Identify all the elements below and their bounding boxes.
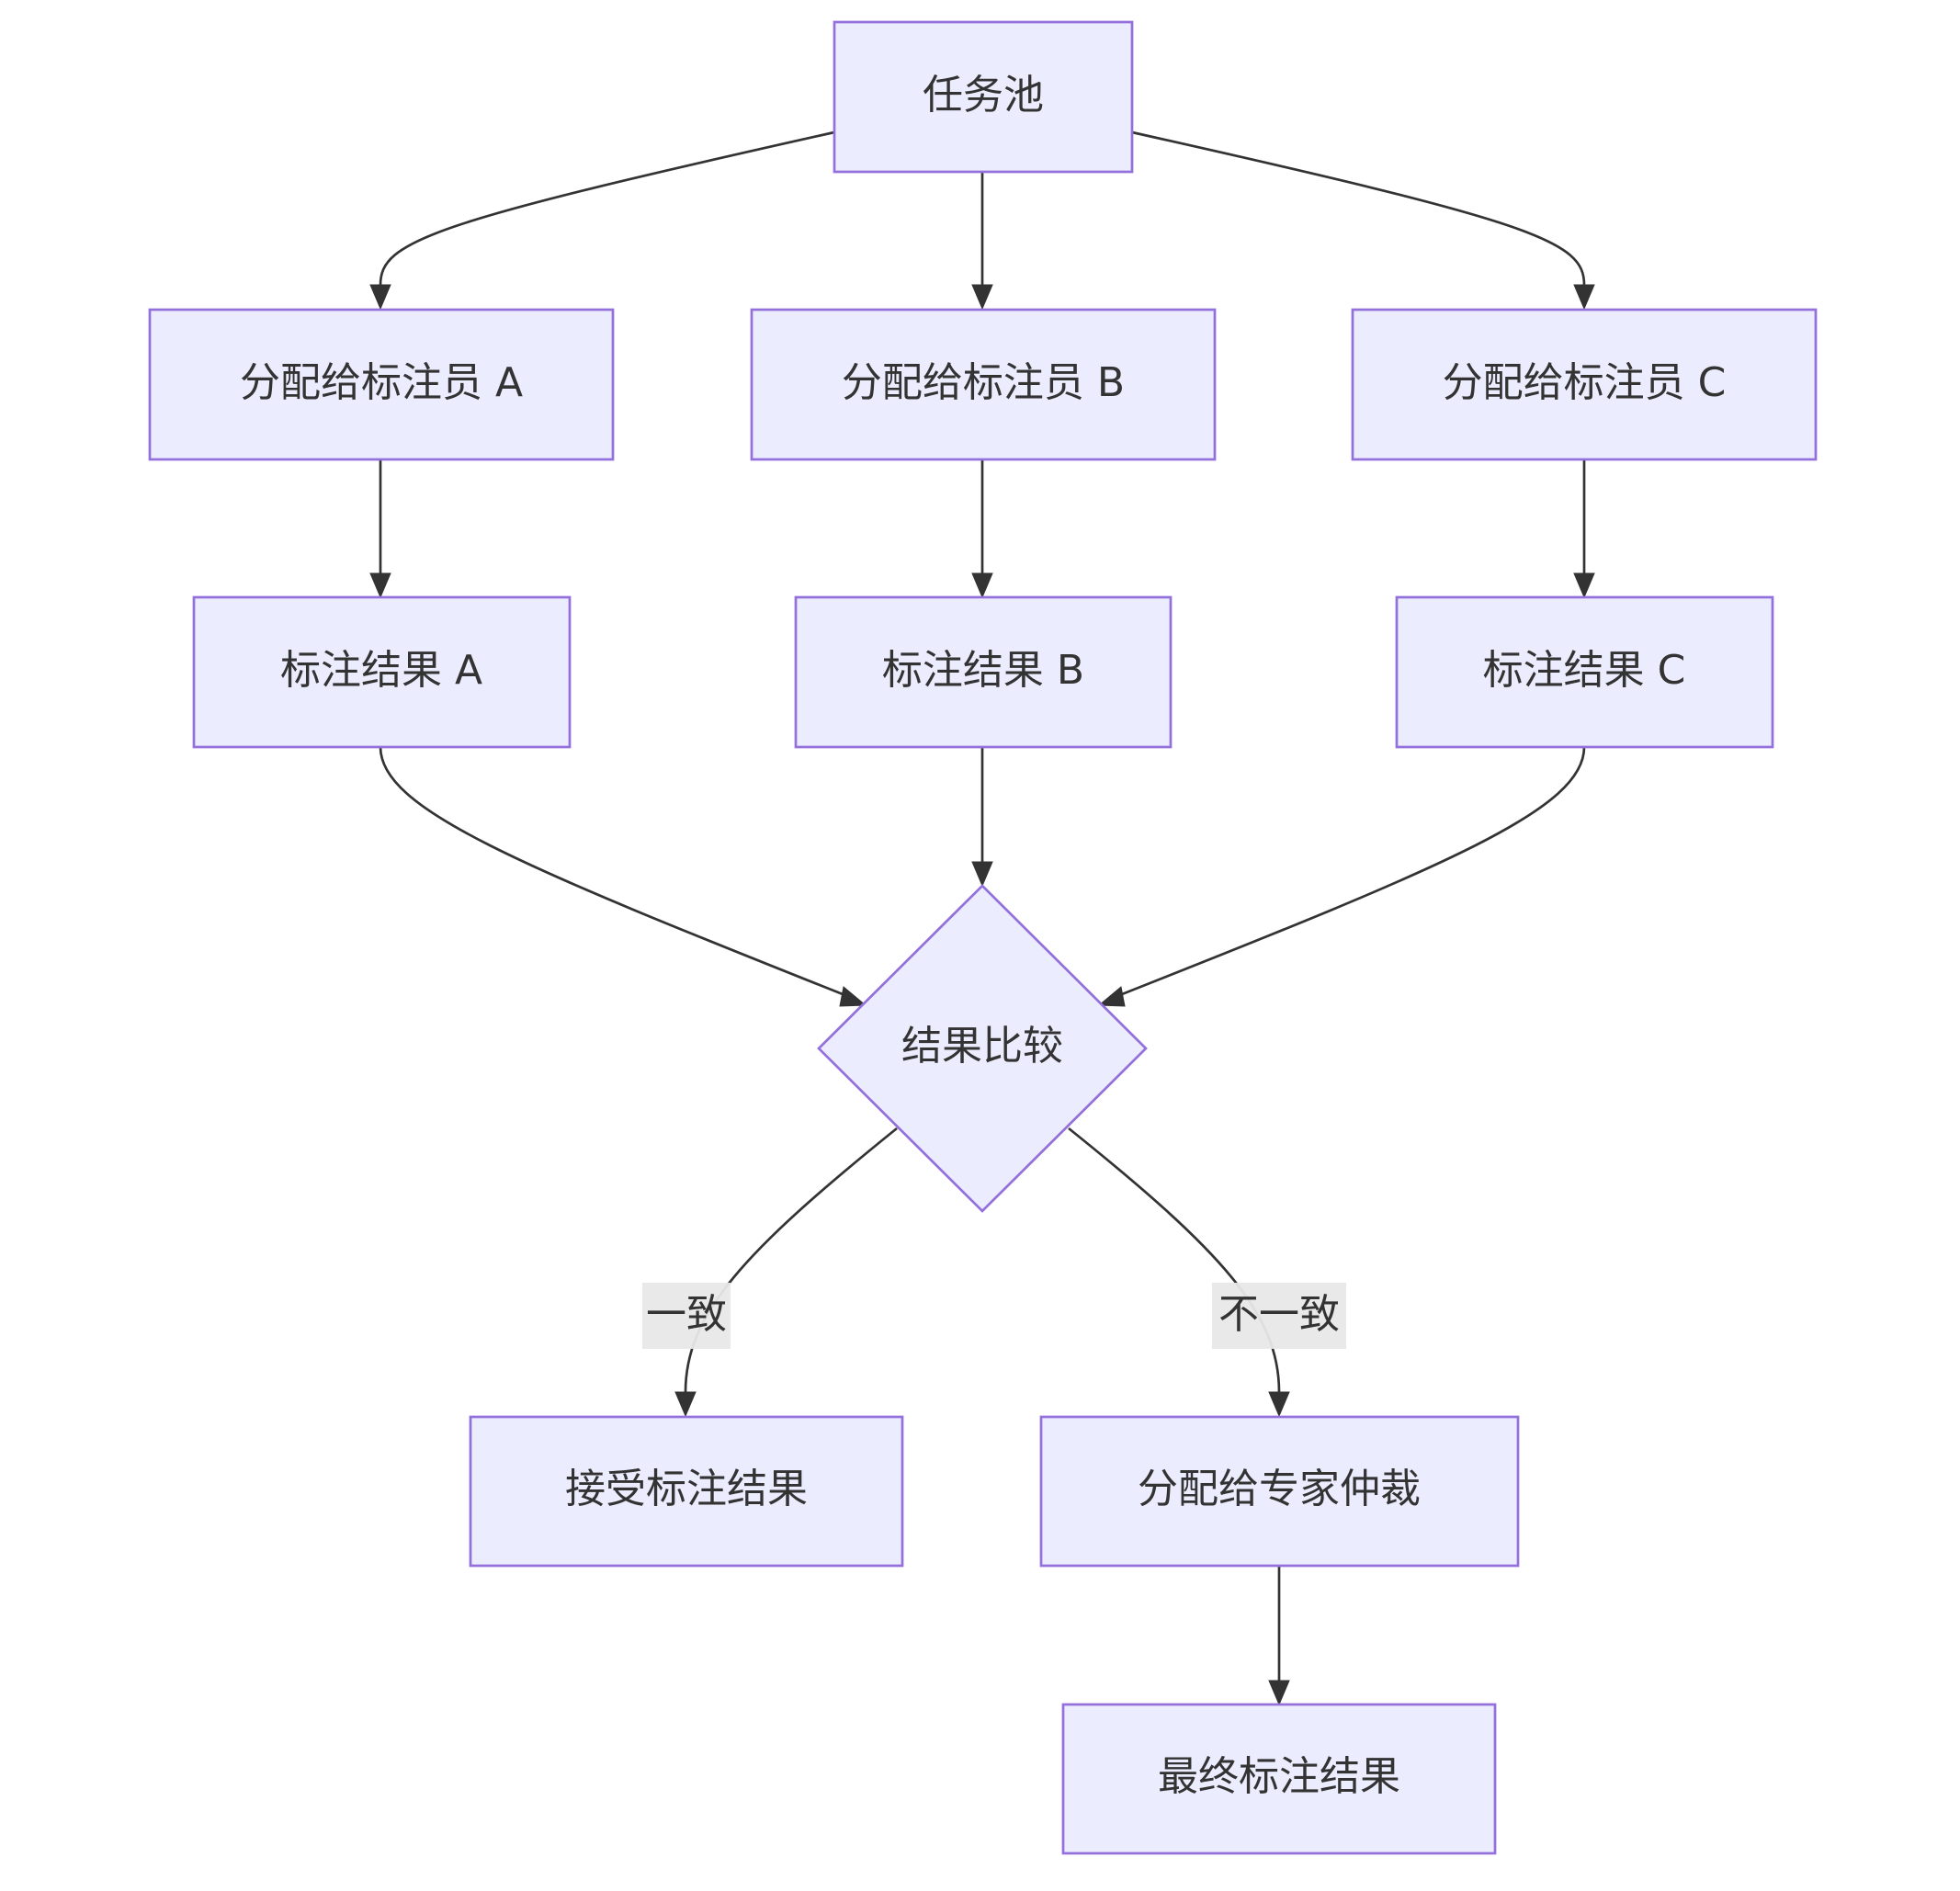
edge-result-c-to-compare	[1116, 746, 1586, 998]
edge-taskpool-to-assign-a	[379, 130, 835, 286]
arrowhead-result-b	[971, 572, 993, 599]
arrowhead-assign-a	[369, 284, 391, 311]
edge-taskpool-to-assign-c	[1131, 130, 1586, 286]
node-final-label: 最终标注结果	[1158, 1753, 1400, 1800]
node-assign-a: 分配给标注员 A	[148, 308, 615, 461]
node-assign-b-box	[750, 308, 1217, 461]
edge-label-inconsistent-bg	[1212, 1283, 1346, 1349]
edge-label-consistent-bg	[642, 1283, 731, 1349]
node-result-c: 标注结果 C	[1395, 595, 1774, 749]
edge-label-inconsistent-text: 不一致	[1218, 1291, 1340, 1338]
node-accept: 接受标注结果	[469, 1415, 904, 1568]
node-result-a-label: 标注结果 A	[280, 647, 482, 694]
node-assign-a-label: 分配给标注员 A	[240, 359, 523, 406]
node-final: 最终标注结果	[1061, 1703, 1497, 1855]
node-compare-label: 结果比较	[901, 1023, 1063, 1070]
arrowhead-accept	[674, 1391, 697, 1418]
node-result-b: 标注结果 B	[794, 595, 1173, 749]
arrowhead-assign-b	[971, 284, 993, 311]
arrowhead-compare-from-b	[971, 861, 993, 888]
node-result-c-label: 标注结果 C	[1483, 647, 1686, 694]
node-result-b-label: 标注结果 B	[882, 647, 1084, 694]
node-assign-c-box	[1351, 308, 1818, 461]
arrowhead-result-a	[369, 572, 391, 599]
edge-result-a-to-compare	[379, 746, 848, 998]
node-task-pool: 任务池	[833, 20, 1134, 174]
node-result-a: 标注结果 A	[192, 595, 572, 749]
node-compare-decision: 结果比较	[817, 884, 1148, 1213]
arrowhead-result-c	[1573, 572, 1595, 599]
edge-compare-to-accept	[684, 1127, 898, 1393]
node-accept-box	[469, 1415, 904, 1568]
edge-label-consistent: 一致	[642, 1283, 731, 1349]
node-result-c-box	[1395, 595, 1774, 749]
edges	[369, 130, 1595, 1706]
node-assign-a-box	[148, 308, 615, 461]
node-task-pool-box	[833, 20, 1134, 174]
node-assign-b-label: 分配给标注员 B	[842, 359, 1125, 406]
node-accept-label: 接受标注结果	[565, 1466, 808, 1512]
node-expert: 分配给专家仲裁	[1039, 1415, 1520, 1568]
arrowhead-expert	[1268, 1391, 1290, 1418]
node-result-a-box	[192, 595, 572, 749]
edge-compare-to-expert	[1068, 1127, 1281, 1393]
edge-label-inconsistent: 不一致	[1212, 1283, 1346, 1349]
node-assign-b: 分配给标注员 B	[750, 308, 1217, 461]
node-compare-diamond	[817, 884, 1148, 1213]
node-assign-c-label: 分配给标注员 C	[1443, 359, 1727, 406]
edge-label-consistent-text: 一致	[646, 1291, 727, 1338]
node-result-b-box	[794, 595, 1173, 749]
arrowhead-compare-from-c	[1097, 986, 1126, 1007]
node-assign-c: 分配给标注员 C	[1351, 308, 1818, 461]
arrowhead-final	[1268, 1680, 1290, 1706]
node-final-box	[1061, 1703, 1497, 1855]
node-expert-label: 分配给专家仲裁	[1138, 1466, 1421, 1512]
arrowhead-compare-from-a	[839, 986, 867, 1007]
node-task-pool-label: 任务池	[923, 72, 1044, 119]
arrowhead-assign-c	[1573, 284, 1595, 311]
node-expert-box	[1039, 1415, 1520, 1568]
